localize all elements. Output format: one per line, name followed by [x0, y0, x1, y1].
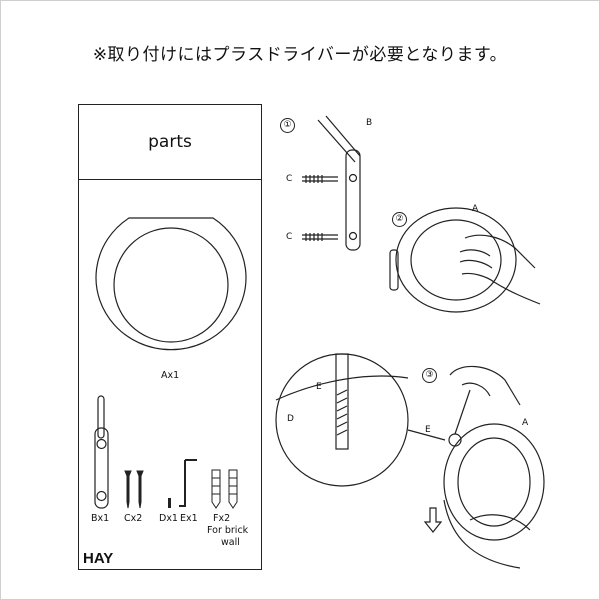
screwdriver-note: ※取り付けにはプラスドライバーが必要となります。 [92, 45, 508, 65]
hay-logo: HAY [83, 550, 114, 567]
label-c: Cx2 [124, 513, 143, 524]
step3-label-a: A [522, 418, 529, 428]
step1-label-c2: C [286, 232, 293, 242]
step1-label-c1: C [286, 174, 293, 184]
label-a: Ax1 [161, 370, 180, 381]
step3-drawing [423, 365, 545, 569]
label-f: Fx2 [213, 513, 231, 524]
step1-label-b: B [366, 118, 373, 128]
step-1-number: ① [280, 118, 295, 133]
zoom-label-d: D [287, 414, 294, 424]
screw-d-drawing [168, 498, 171, 508]
zoom-detail-drawing [275, 353, 446, 487]
step-3-number: ③ [422, 368, 437, 383]
step-2-number: ② [392, 212, 407, 227]
hex-key-e-drawing [179, 459, 197, 507]
bracket-b-drawing [94, 395, 109, 509]
step2-drawing [389, 207, 541, 313]
label-b: Bx1 [91, 513, 110, 524]
label-f-note-1: For brick [207, 525, 249, 536]
step2-label-a: A [472, 204, 479, 214]
parts-title: parts [79, 105, 261, 180]
screws-c-drawing [124, 470, 144, 509]
step3-label-e: E [425, 425, 431, 435]
parts-drawings [94, 217, 247, 509]
label-e: Ex1 [180, 513, 198, 524]
label-f-note-2: wall [221, 537, 240, 548]
wall-plugs-f-drawing [211, 469, 238, 509]
parts-panel: parts [78, 104, 262, 570]
zoom-label-e: E [316, 382, 322, 392]
label-d: Dx1 [159, 513, 178, 524]
ring-a-drawing [95, 217, 247, 351]
step1-drawing [302, 115, 361, 251]
